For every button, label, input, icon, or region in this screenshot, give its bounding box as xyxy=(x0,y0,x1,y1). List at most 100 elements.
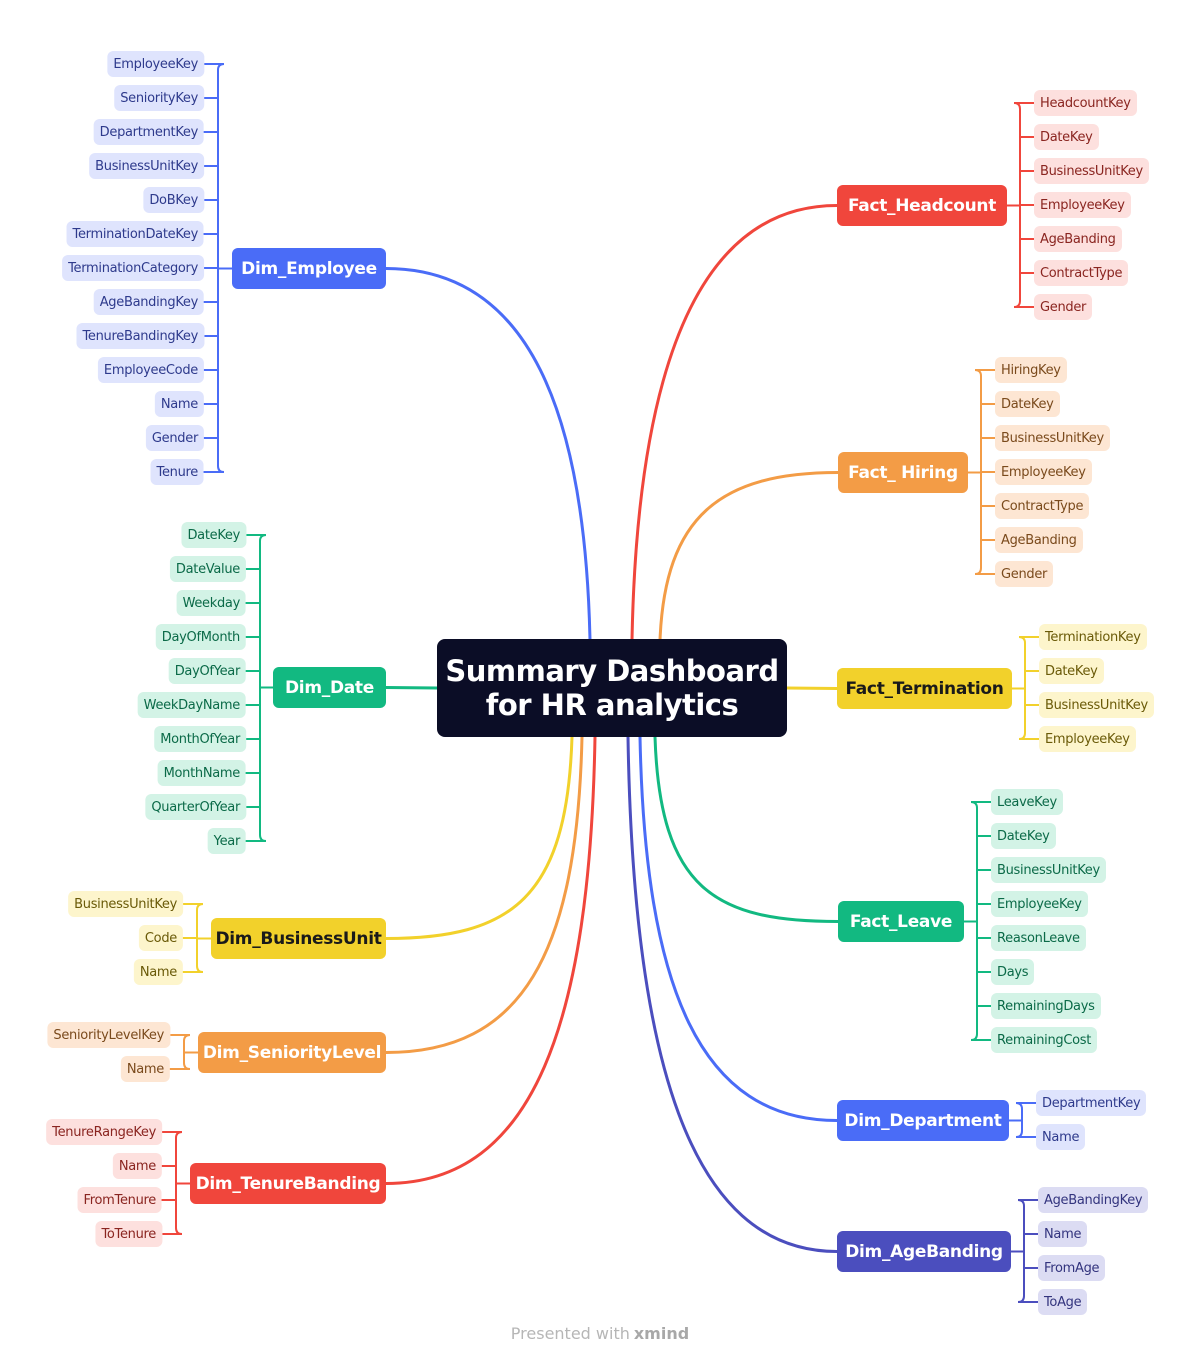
dim-senioritylevel-field[interactable]: SeniorityLevelKey xyxy=(47,1022,170,1048)
dim-date-field[interactable]: Weekday xyxy=(176,590,246,616)
dim-employee-field[interactable]: EmployeeCode xyxy=(97,357,204,383)
fact-headcount-field[interactable]: DateKey xyxy=(1034,124,1099,150)
xmind-logo: xmind xyxy=(633,1324,690,1343)
dim-agebanding-link xyxy=(626,735,839,1253)
dim-date-field[interactable]: DayOfMonth xyxy=(155,624,246,650)
fact-hiring-topic[interactable]: Fact_ Hiring xyxy=(838,452,968,493)
dim-tenurebanding-field[interactable]: TenureRangeKey xyxy=(46,1119,162,1145)
fact-termination-bracket xyxy=(1018,636,1040,740)
dim-senioritylevel-bracket xyxy=(169,1034,191,1070)
central-topic[interactable]: Summary Dashboard for HR analytics xyxy=(437,639,787,737)
fact-hiring-field[interactable]: BusinessUnitKey xyxy=(995,425,1110,451)
fact-leave-link xyxy=(653,735,840,923)
fact-headcount-field[interactable]: EmployeeKey xyxy=(1034,192,1131,218)
central-topic-line-1: Summary Dashboard xyxy=(445,654,779,688)
dim-businessunit-field[interactable]: Code xyxy=(138,925,183,951)
dim-employee-field[interactable]: TerminationDateKey xyxy=(66,221,204,247)
dim-date-bracket xyxy=(245,534,267,842)
fact-leave-field[interactable]: RemainingCost xyxy=(991,1027,1098,1053)
fact-hiring-link xyxy=(658,471,840,642)
dim-employee-field[interactable]: EmployeeKey xyxy=(107,51,204,77)
dim-businessunit-topic[interactable]: Dim_BusinessUnit xyxy=(211,918,386,959)
fact-leave-field[interactable]: DateKey xyxy=(991,823,1056,849)
dim-date-field[interactable]: QuarterOfYear xyxy=(145,794,246,820)
dim-senioritylevel-field[interactable]: Name xyxy=(120,1056,170,1082)
dim-agebanding-topic[interactable]: Dim_AgeBanding xyxy=(837,1231,1011,1272)
fact-leave-field[interactable]: ReasonLeave xyxy=(991,925,1086,951)
dim-tenurebanding-bracket xyxy=(161,1131,183,1235)
fact-termination-field[interactable]: DateKey xyxy=(1039,658,1104,684)
dim-date-field[interactable]: WeekDayName xyxy=(137,692,246,718)
dim-employee-field[interactable]: Name xyxy=(154,391,204,417)
dim-date-topic[interactable]: Dim_Date xyxy=(273,667,386,708)
dim-employee-field[interactable]: SeniorityKey xyxy=(114,85,204,111)
dim-date-field[interactable]: MonthOfYear xyxy=(154,726,246,752)
dim-employee-topic[interactable]: Dim_Employee xyxy=(232,248,386,289)
dim-department-link xyxy=(638,735,839,1122)
dim-tenurebanding-field[interactable]: FromTenure xyxy=(77,1187,162,1213)
dim-employee-field[interactable]: DoBKey xyxy=(143,187,204,213)
fact-leave-topic[interactable]: Fact_Leave xyxy=(838,901,964,942)
dim-department-topic[interactable]: Dim_Department xyxy=(837,1100,1009,1141)
dim-senioritylevel-topic[interactable]: Dim_SeniorityLevel xyxy=(198,1032,386,1073)
fact-termination-topic[interactable]: Fact_Termination xyxy=(837,668,1012,709)
dim-businessunit-field[interactable]: BusinessUnitKey xyxy=(68,891,183,917)
dim-employee-link xyxy=(384,267,592,642)
footer-text: Presented with xyxy=(510,1324,630,1343)
dim-date-field[interactable]: DateValue xyxy=(169,556,246,582)
fact-hiring-field[interactable]: EmployeeKey xyxy=(995,459,1092,485)
dim-tenurebanding-field[interactable]: ToTenure xyxy=(95,1221,162,1247)
fact-headcount-field[interactable]: HeadcountKey xyxy=(1034,90,1137,116)
dim-tenurebanding-link xyxy=(384,735,597,1185)
dim-agebanding-field[interactable]: Name xyxy=(1038,1221,1088,1247)
central-topic-line-2: for HR analytics xyxy=(485,688,739,722)
dim-date-field[interactable]: DateKey xyxy=(181,522,246,548)
dim-agebanding-field[interactable]: FromAge xyxy=(1038,1255,1106,1281)
fact-leave-field[interactable]: RemainingDays xyxy=(991,993,1101,1019)
fact-hiring-field[interactable]: AgeBanding xyxy=(995,527,1083,553)
fact-headcount-field[interactable]: ContractType xyxy=(1034,260,1129,286)
fact-hiring-field[interactable]: ContractType xyxy=(995,493,1090,519)
dim-department-field[interactable]: DepartmentKey xyxy=(1036,1090,1147,1116)
fact-hiring-field[interactable]: DateKey xyxy=(995,391,1060,417)
dim-employee-field[interactable]: DepartmentKey xyxy=(93,119,204,145)
dim-employee-field[interactable]: TenureBandingKey xyxy=(76,323,204,349)
dim-employee-field[interactable]: AgeBandingKey xyxy=(93,289,204,315)
fact-headcount-field[interactable]: AgeBanding xyxy=(1034,226,1122,252)
dim-agebanding-bracket xyxy=(1017,1199,1039,1303)
dim-agebanding-field[interactable]: AgeBandingKey xyxy=(1038,1187,1149,1213)
dim-employee-field[interactable]: BusinessUnitKey xyxy=(89,153,204,179)
fact-leave-bracket xyxy=(970,801,992,1041)
fact-headcount-field[interactable]: Gender xyxy=(1034,294,1093,320)
fact-leave-field[interactable]: LeaveKey xyxy=(991,789,1063,815)
fact-termination-field[interactable]: BusinessUnitKey xyxy=(1039,692,1154,718)
fact-headcount-topic[interactable]: Fact_Headcount xyxy=(837,185,1007,226)
dim-employee-field[interactable]: Gender xyxy=(145,425,204,451)
dim-employee-field[interactable]: TerminationCategory xyxy=(62,255,204,281)
fact-leave-field[interactable]: BusinessUnitKey xyxy=(991,857,1106,883)
dim-date-field[interactable]: Year xyxy=(207,828,246,854)
fact-leave-field[interactable]: EmployeeKey xyxy=(991,891,1088,917)
dim-agebanding-field[interactable]: ToAge xyxy=(1038,1289,1088,1315)
dim-date-field[interactable]: MonthName xyxy=(157,760,246,786)
fact-headcount-field[interactable]: BusinessUnitKey xyxy=(1034,158,1149,184)
fact-termination-link xyxy=(785,686,839,690)
dim-department-bracket xyxy=(1015,1102,1037,1138)
dim-businessunit-link xyxy=(384,735,574,940)
dim-senioritylevel-link xyxy=(384,735,584,1054)
dim-businessunit-field[interactable]: Name xyxy=(133,959,183,985)
dim-date-link xyxy=(384,686,439,690)
fact-leave-field[interactable]: Days xyxy=(991,959,1035,985)
dim-tenurebanding-field[interactable]: Name xyxy=(112,1153,162,1179)
dim-date-field[interactable]: DayOfYear xyxy=(168,658,246,684)
dim-department-field[interactable]: Name xyxy=(1036,1124,1086,1150)
fact-hiring-field[interactable]: HiringKey xyxy=(995,357,1067,383)
fact-hiring-field[interactable]: Gender xyxy=(995,561,1054,587)
dim-employee-field[interactable]: Tenure xyxy=(150,459,204,485)
dim-tenurebanding-topic[interactable]: Dim_TenureBanding xyxy=(190,1163,386,1204)
fact-termination-field[interactable]: EmployeeKey xyxy=(1039,726,1136,752)
fact-headcount-link xyxy=(630,204,839,642)
fact-termination-field[interactable]: TerminationKey xyxy=(1039,624,1147,650)
